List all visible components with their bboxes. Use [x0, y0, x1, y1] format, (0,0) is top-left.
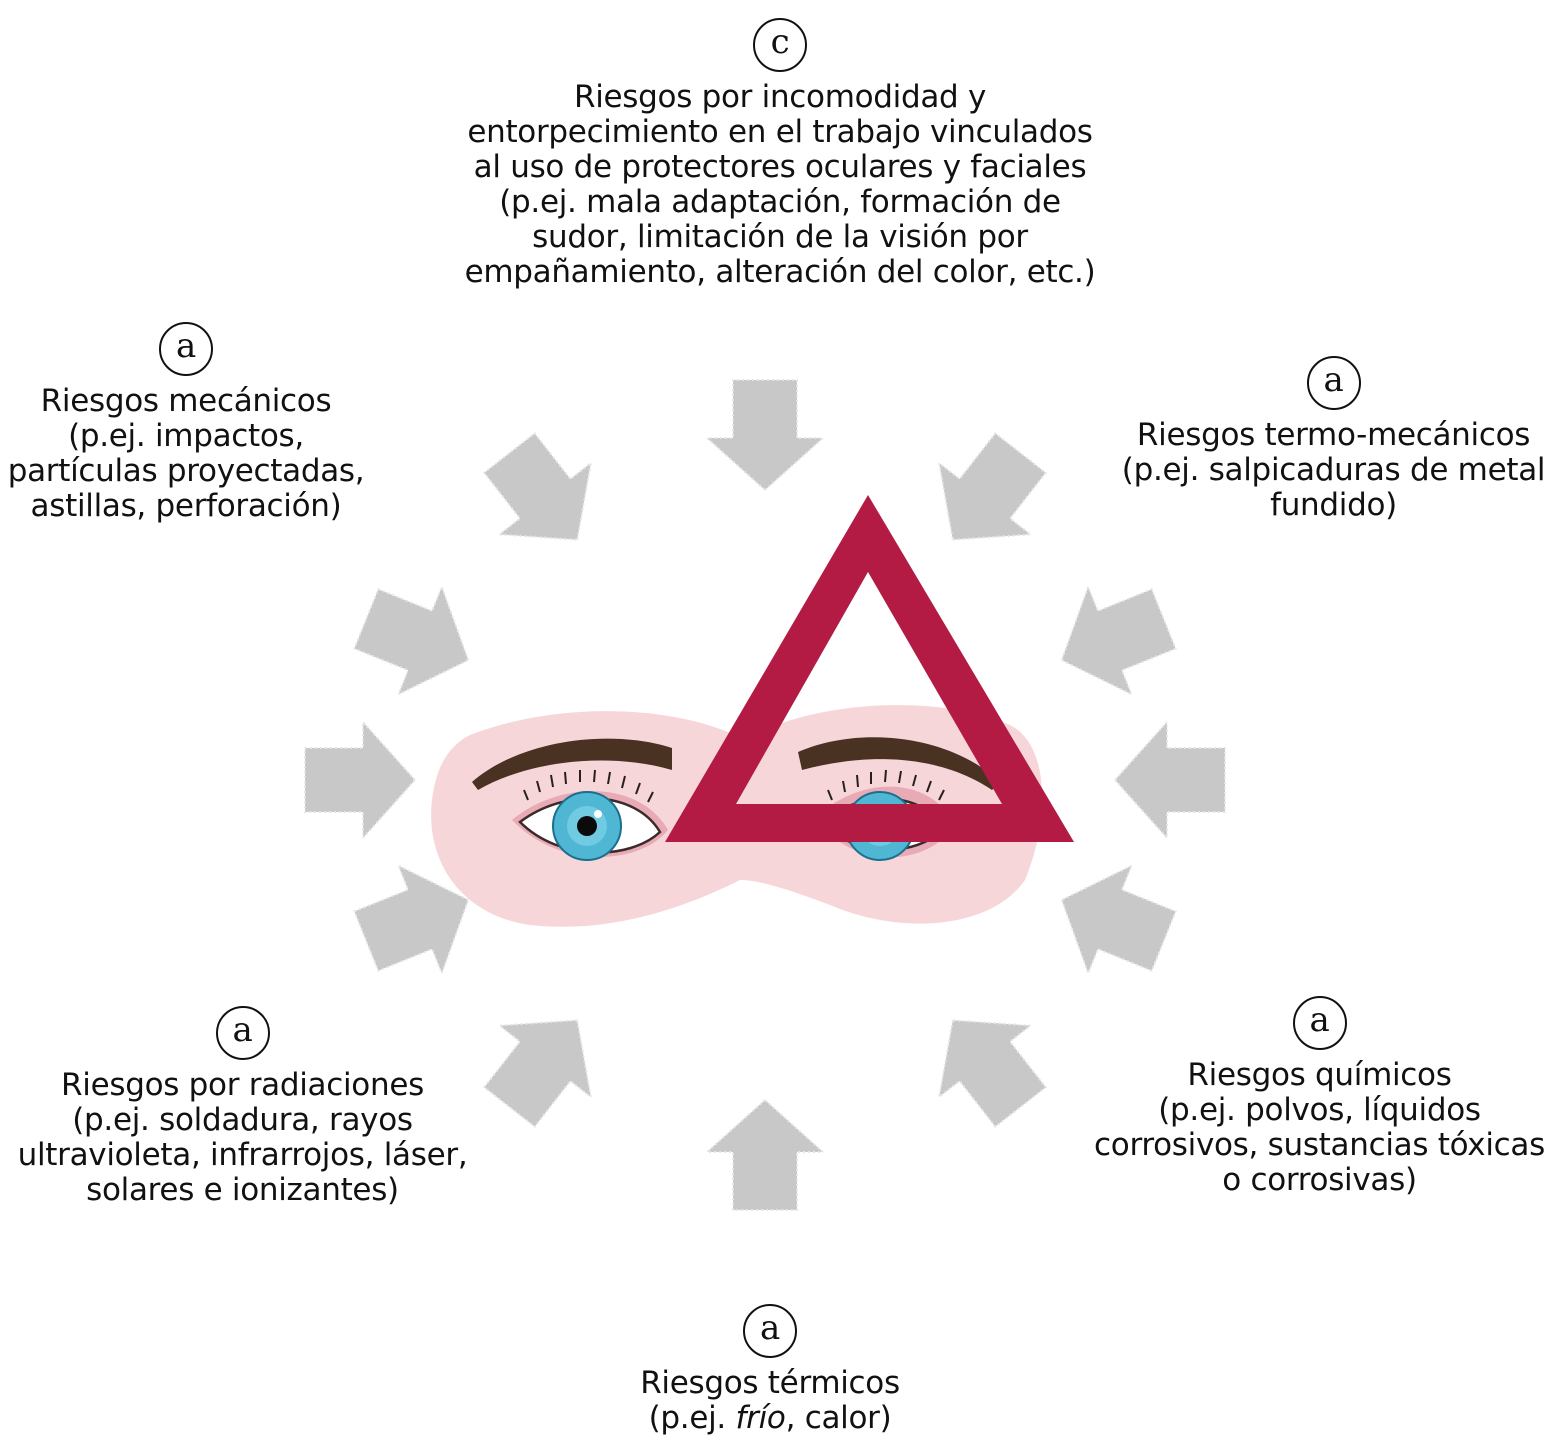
risk-title: Riesgos por radiaciones [61, 1067, 424, 1103]
risk-thermo-mechanical: a Riesgos termo-mecánicos (p.ej. salpica… [1118, 356, 1549, 523]
risk-detail: entorpecimiento en el trabajo vinculados… [464, 114, 1096, 290]
risk-detail: (p.ej. frío, calor) [610, 1401, 930, 1436]
risk-thermal: a Riesgos térmicos (p.ej. frío, calor) [610, 1304, 930, 1436]
badge-a: a [743, 1304, 797, 1358]
arrows-ring [304, 379, 1226, 1211]
badge-a: a [215, 1006, 270, 1060]
risk-title: Riesgos por incomodidad y [573, 79, 987, 115]
risk-title: Riesgos químicos [1187, 1057, 1452, 1093]
arrow-icon [704, 379, 826, 492]
arrow-icon [704, 1098, 826, 1211]
detail-suffix: , calor) [785, 1400, 892, 1436]
badge-a: a [1292, 996, 1347, 1050]
arrow-icon [482, 1019, 593, 1129]
risk-mechanical: a Riesgos mecánicos (p.ej. impactos, par… [0, 322, 372, 524]
arrow-icon [1060, 863, 1177, 976]
badge-a: a [1306, 356, 1361, 410]
detail-italic: frío [735, 1400, 786, 1436]
arrow-icon [937, 1019, 1048, 1129]
risk-title: Riesgos termo-mecánicos [1136, 417, 1531, 453]
arrow-icon [304, 719, 417, 841]
right-eyebrow [798, 737, 1000, 790]
arrow-icon [482, 431, 593, 541]
risk-title: Riesgos térmicos [640, 1365, 900, 1401]
arrow-icon [353, 863, 470, 976]
arrow-icon [1113, 719, 1226, 841]
risk-detail: (p.ej. soldadura, rayos ultravioleta, in… [17, 1102, 468, 1208]
detail-prefix: (p.ej. [648, 1400, 736, 1436]
arrow-icon [353, 584, 470, 697]
badge-c: c [753, 18, 807, 72]
arrow-icon [1060, 584, 1177, 697]
risk-chemical: a Riesgos químicos (p.ej. polvos, líquid… [1090, 996, 1549, 1198]
arrow-icon [937, 431, 1048, 541]
left-eyebrow [472, 738, 672, 790]
risk-detail: (p.ej. polvos, líquidos corrosivos, sust… [1094, 1092, 1545, 1198]
risk-detail: (p.ej. impactos, partículas proyectadas,… [7, 418, 365, 524]
warning-triangle-icon [665, 495, 1074, 842]
risk-comfort: c Riesgos por incomodidad y entorpecimie… [440, 18, 1120, 290]
risk-radiation: a Riesgos por radiaciones (p.ej. soldadu… [0, 1006, 485, 1208]
risk-title: Riesgos mecánicos [40, 383, 332, 419]
risk-detail: (p.ej. salpicaduras de metal fundido) [1121, 452, 1546, 523]
left-eye [512, 769, 668, 861]
badge-a: a [159, 322, 213, 376]
